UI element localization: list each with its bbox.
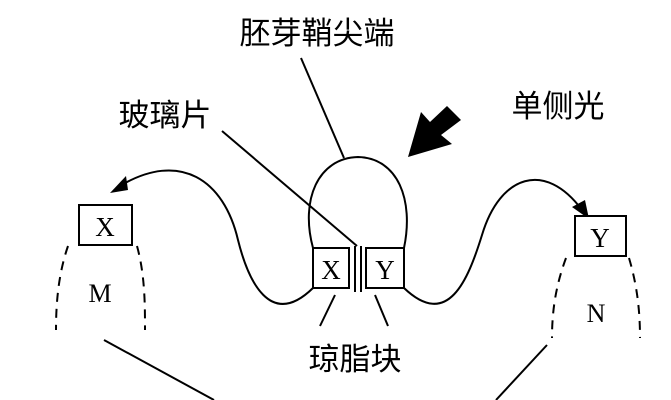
stem-n-label: N	[587, 299, 606, 328]
agar-block-x-label: X	[321, 255, 341, 285]
transferred-block-y-label: Y	[590, 223, 610, 253]
label-unilateral-light: 单侧光	[512, 89, 605, 125]
transferred-block-x-label: X	[95, 212, 115, 242]
agar-block-y: Y	[365, 247, 405, 289]
bottom-line-left	[103, 339, 215, 400]
stem-m-label: M	[88, 279, 111, 308]
transfer-curve-right	[403, 178, 583, 305]
arrowhead-right	[572, 200, 589, 219]
label-agar-blocks: 琼脂块	[309, 342, 402, 378]
transferred-block-y	[574, 215, 627, 257]
stem-m: X M	[55, 204, 146, 331]
leader-glass-slide	[221, 130, 358, 247]
stem-n: Y N	[551, 215, 641, 339]
arrowhead-left	[110, 176, 128, 193]
label-coleoptile-tip: 胚芽鞘尖端	[240, 16, 395, 52]
leader-coleoptile-tip	[300, 57, 345, 159]
agar-block-y-label: Y	[375, 255, 395, 285]
coleoptile-tip	[307, 155, 408, 249]
agar-block-x: X	[312, 247, 350, 289]
light-arrow	[408, 106, 461, 157]
transferred-block-x	[78, 204, 133, 246]
leader-agar-right	[374, 294, 389, 327]
leader-agar-left	[319, 294, 336, 327]
bottom-line-right	[495, 344, 548, 400]
transfer-curve-left	[119, 169, 314, 305]
label-glass-slide: 玻璃片	[119, 98, 212, 134]
